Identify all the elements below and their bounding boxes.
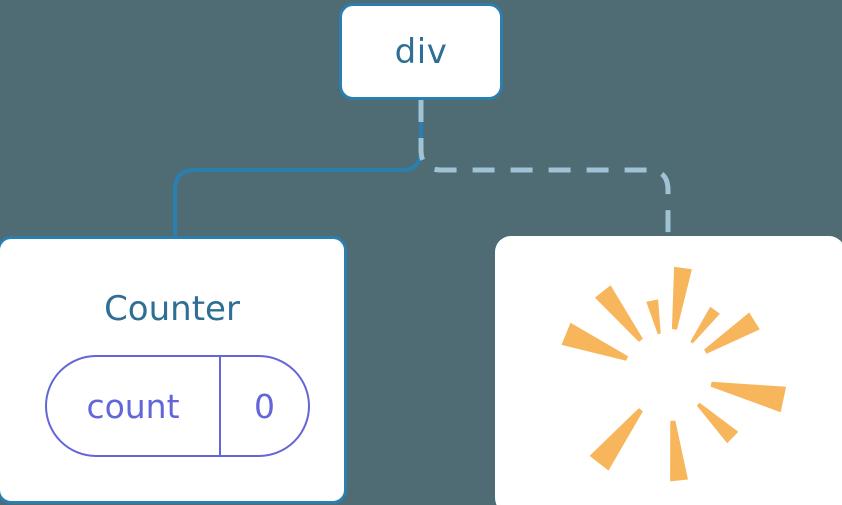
- node-div-label: div: [394, 31, 448, 72]
- spark-ray-9: [646, 299, 661, 335]
- spark-ray-1: [690, 306, 720, 344]
- spark-ray-6: [696, 402, 739, 444]
- spark-ray-0: [671, 266, 692, 330]
- state-pill[interactable]: count 0: [45, 355, 310, 457]
- spark-ray-5: [710, 381, 787, 413]
- sparkle-burst-icon: [561, 266, 787, 482]
- node-counter-title: Counter: [104, 289, 240, 329]
- edge-root-to-counter: [173, 98, 423, 242]
- edge-root-to-rerender: [418, 100, 671, 240]
- spark-ray-4: [704, 312, 760, 354]
- state-value-label: 0: [254, 386, 275, 426]
- spark-ray-3: [561, 322, 629, 361]
- spark-ray-2: [594, 285, 643, 342]
- node-rerender[interactable]: [495, 236, 842, 505]
- spark-ray-7: [670, 420, 688, 482]
- node-div[interactable]: div: [339, 3, 503, 100]
- state-key-label: count: [47, 357, 221, 455]
- node-counter[interactable]: Counter count 0: [0, 236, 347, 504]
- spark-ray-8: [589, 408, 643, 471]
